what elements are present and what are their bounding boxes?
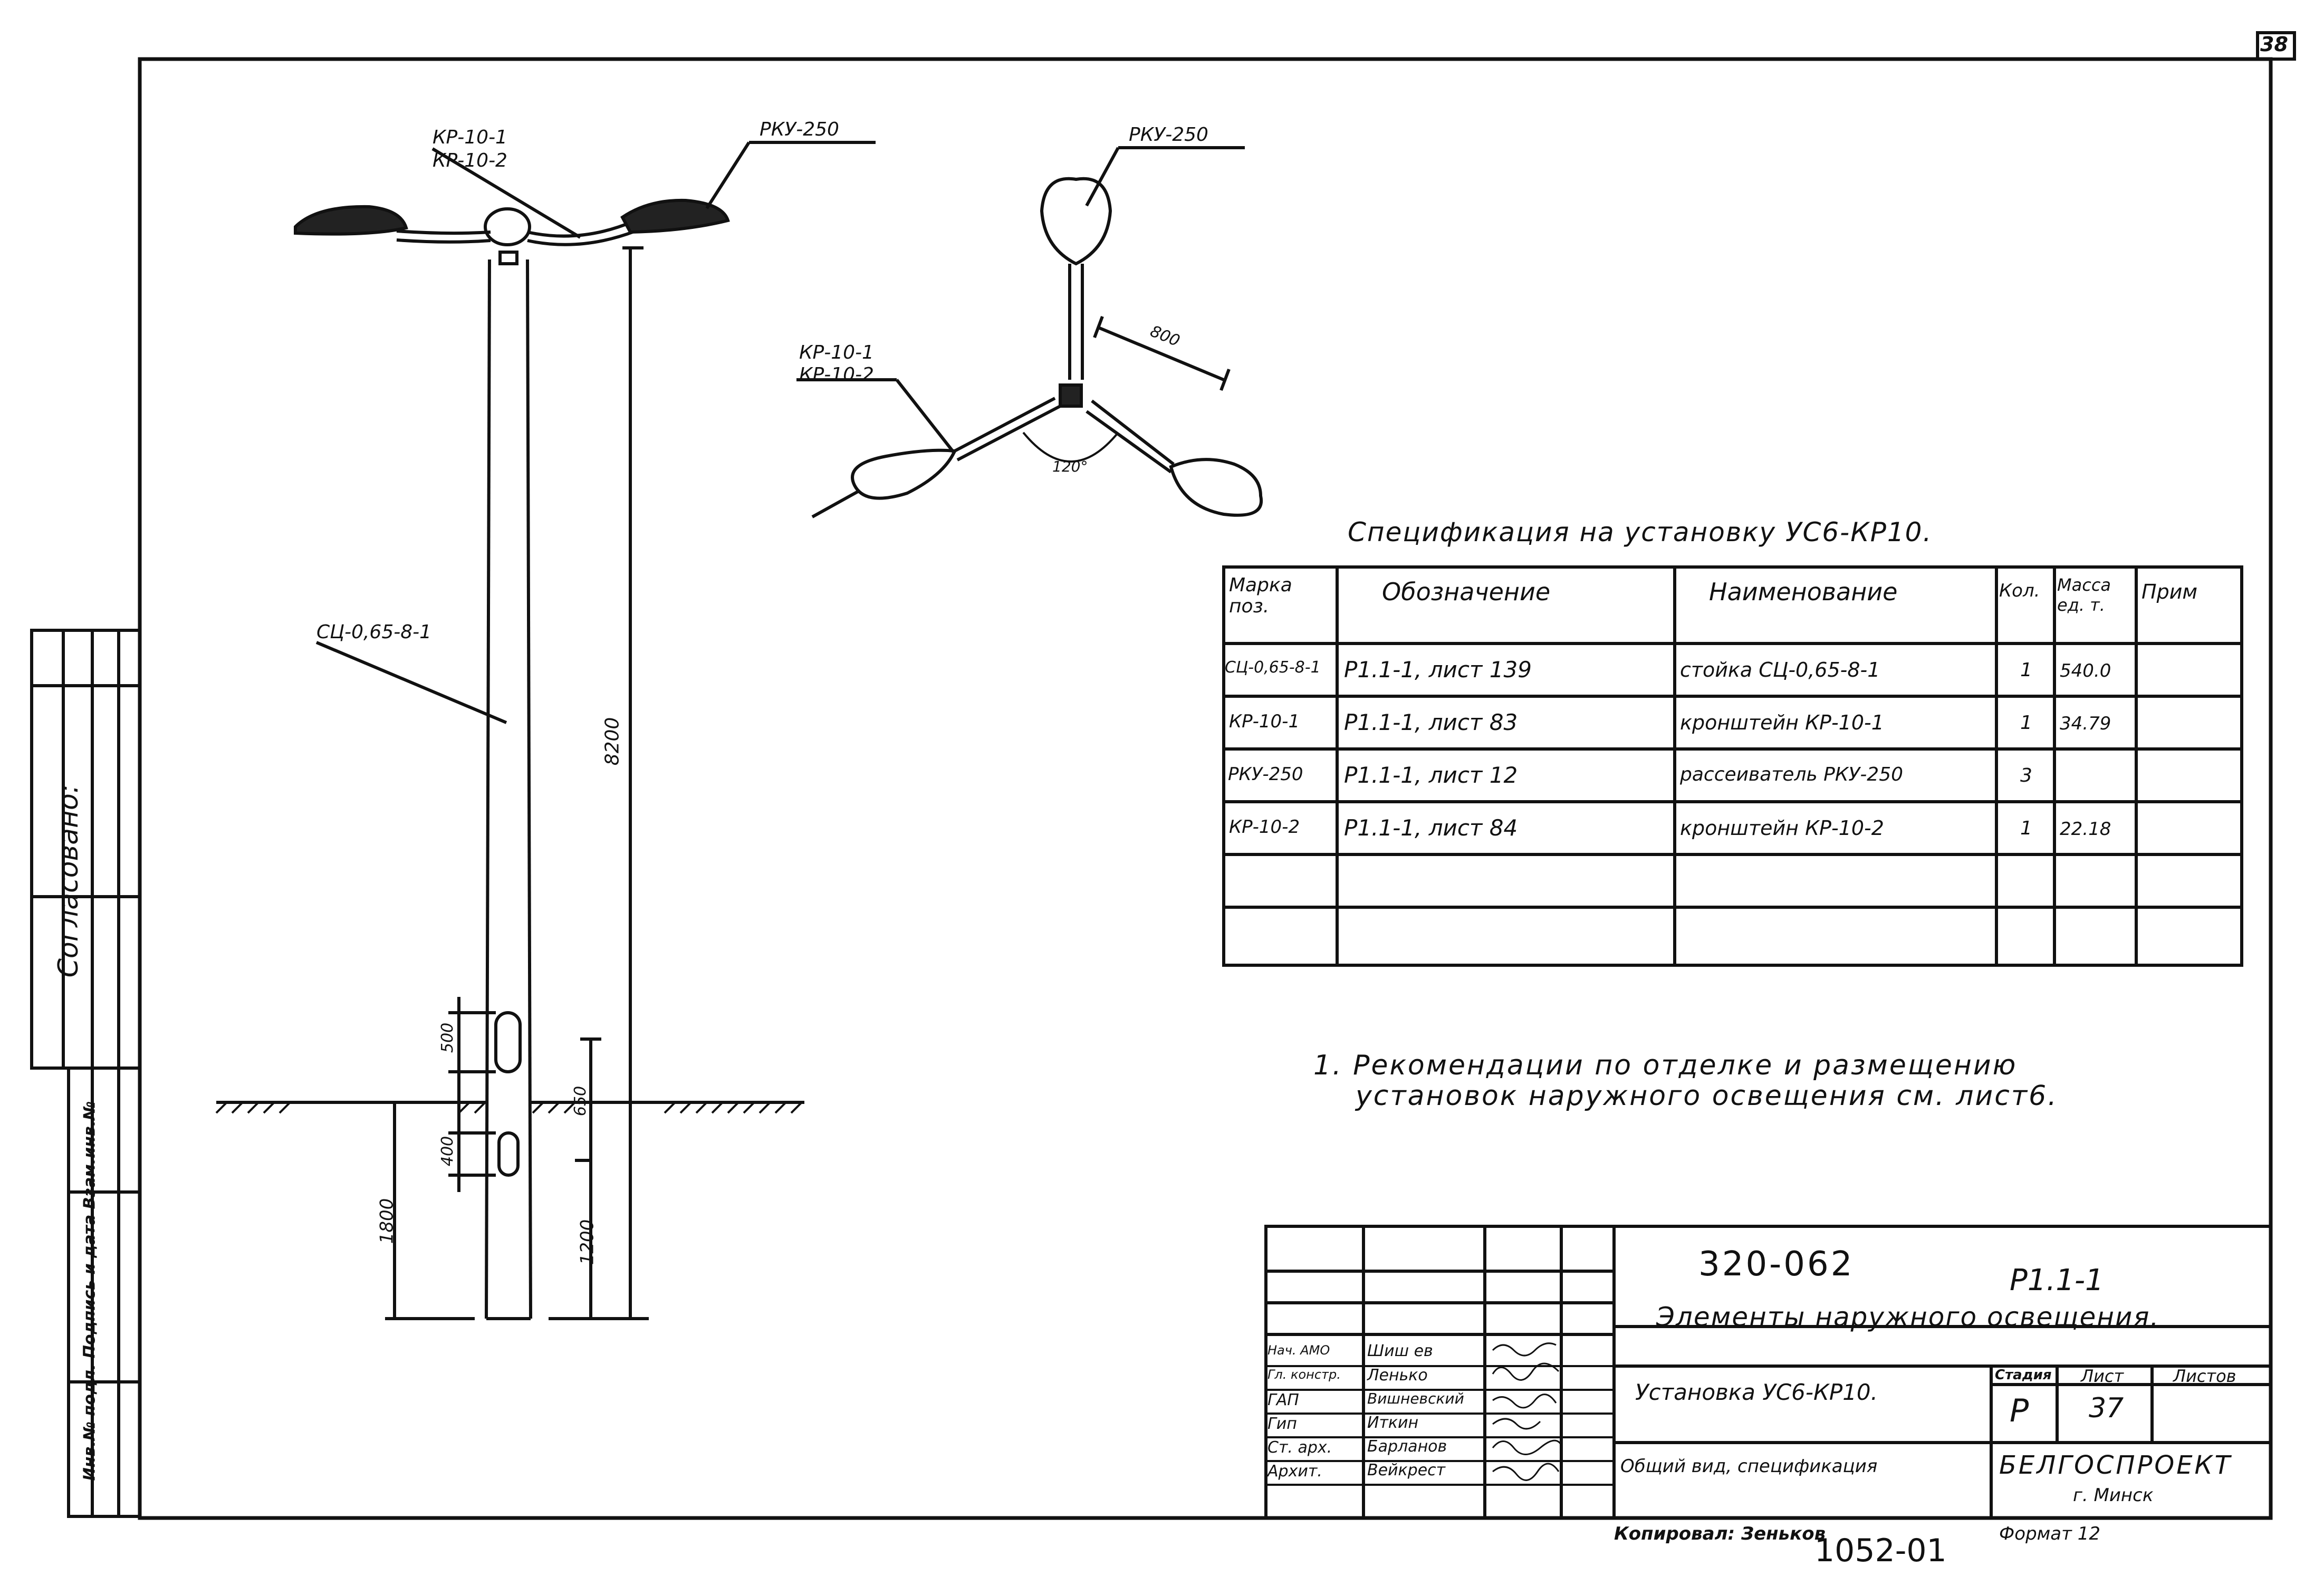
tb-staff-name: Шиш ев [1367,1342,1433,1360]
spec-cell-mass: 34.79 [2060,713,2111,734]
spec-cell-mark: КР-10-2 [1229,816,1300,838]
tb-staff-name: Вейкрест [1367,1461,1446,1479]
spec-cell-designation: Р1.1-1, лист 12 [1344,762,1518,788]
spec-cell-qty: 3 [2020,765,2032,786]
tb-staff-role: Архит. [1267,1462,1322,1481]
spec-header-name: Наименование [1709,578,1898,606]
spec-cell-name: рассеиватель РКУ-250 [1680,764,1904,785]
plan-luminaire-label: РКУ-250 [1129,124,1208,146]
spec-cell-mark: КР-10-1 [1229,711,1300,732]
tb-sheet-header: Лист [2081,1366,2124,1386]
plan-angle: 120° [1052,458,1088,475]
plan-bracket-label-1: КР-10-1 [799,342,874,363]
spec-cell-name: стойка СЦ-0,65-8-1 [1680,658,1880,681]
tb-series: Р1.1-1 [2010,1263,2104,1298]
tb-staff-name: Вишневский [1367,1390,1464,1407]
tb-staff-role: Гип [1267,1415,1297,1433]
tb-staff-name: Иткин [1367,1414,1419,1432]
spec-cell-designation: Р1.1-1, лист 139 [1344,657,1532,683]
spec-header-qty: Кол. [1999,580,2040,601]
tb-content: Общий вид, спецификация [1620,1456,1878,1477]
spec-header-mass: Масса ед. т. [2057,575,2111,615]
tb-sheets-header: Листов [2173,1366,2236,1386]
elev-luminaire-label: РКУ-250 [760,119,839,140]
spec-cell-qty: 1 [2020,818,2032,839]
title-block-grid [1264,1225,2272,1520]
pole-elevation [215,141,876,1320]
tb-staff-name: Барланов [1367,1437,1447,1456]
tb-stage-header: Стадия [1995,1367,2052,1383]
plan-bracket-label-2: КР-10-2 [799,364,874,386]
tb-org: БЕЛГОСПРОЕКТ [1999,1450,2232,1480]
tb-staff-role: ГАП [1267,1391,1299,1409]
spec-cell-mark: СЦ-0,65-8-1 [1225,658,1321,677]
side-stamp-lines [30,629,141,1518]
spec-cell-qty: 1 [2020,712,2032,734]
spec-cell-mass: 22.18 [2060,819,2111,840]
format-label: Формат 12 [1999,1523,2101,1544]
elev-pole-label: СЦ-0,65-8-1 [316,621,432,643]
spec-cell-mark: РКУ-250 [1228,764,1303,785]
tb-city: г. Минск [2073,1485,2154,1506]
spec-cell-name: кронштейн КР-10-2 [1680,816,1884,840]
tb-project-code: 320-062 [1698,1245,1855,1284]
spec-cell-name: кронштейн КР-10-1 [1680,711,1884,734]
elev-bracket-label-2: КР-10-2 [433,150,507,171]
note-line-2: установок наружного освещения см. лист6. [1356,1080,2058,1112]
spec-cell-designation: Р1.1-1, лист 84 [1344,815,1518,841]
order-number: 1052-01 [1814,1532,1947,1569]
spec-table-grid [1222,565,2243,967]
tb-sheet-name: Установка УС6-КР10. [1635,1379,1878,1405]
spec-header-designation: Обозначение [1382,578,1551,606]
elev-bracket-label-1: КР-10-1 [433,127,507,148]
plan-view [796,146,1263,518]
tb-staff-role: Гл. констр. [1267,1367,1341,1382]
sheet-corner-number: 38 [2260,33,2288,56]
spec-cell-qty: 1 [2020,659,2032,681]
tb-staff-name: Ленько [1367,1366,1428,1385]
note-line-1: 1. Рекомендации по отделке и размещению [1313,1050,2018,1081]
spec-header-mark: Марка поз. [1229,574,1292,617]
copied-by: Копировал: Зеньков [1614,1523,1826,1544]
spec-header-note: Прим [2141,580,2198,603]
tb-sheet: 37 [2089,1392,2124,1424]
tb-staff-role: Ст. арх. [1267,1438,1332,1457]
tb-stage: Р [2010,1392,2029,1429]
spec-cell-mass: 540.0 [2060,660,2111,681]
tb-staff-role: Нач. АМО [1267,1343,1330,1358]
tb-subject: Элементы наружного освещения. [1656,1302,2160,1332]
corner-number-box [2256,31,2296,61]
spec-cell-designation: Р1.1-1, лист 83 [1344,709,1518,735]
spec-title: Спецификация на установку УС6-КР10. [1348,517,1933,547]
